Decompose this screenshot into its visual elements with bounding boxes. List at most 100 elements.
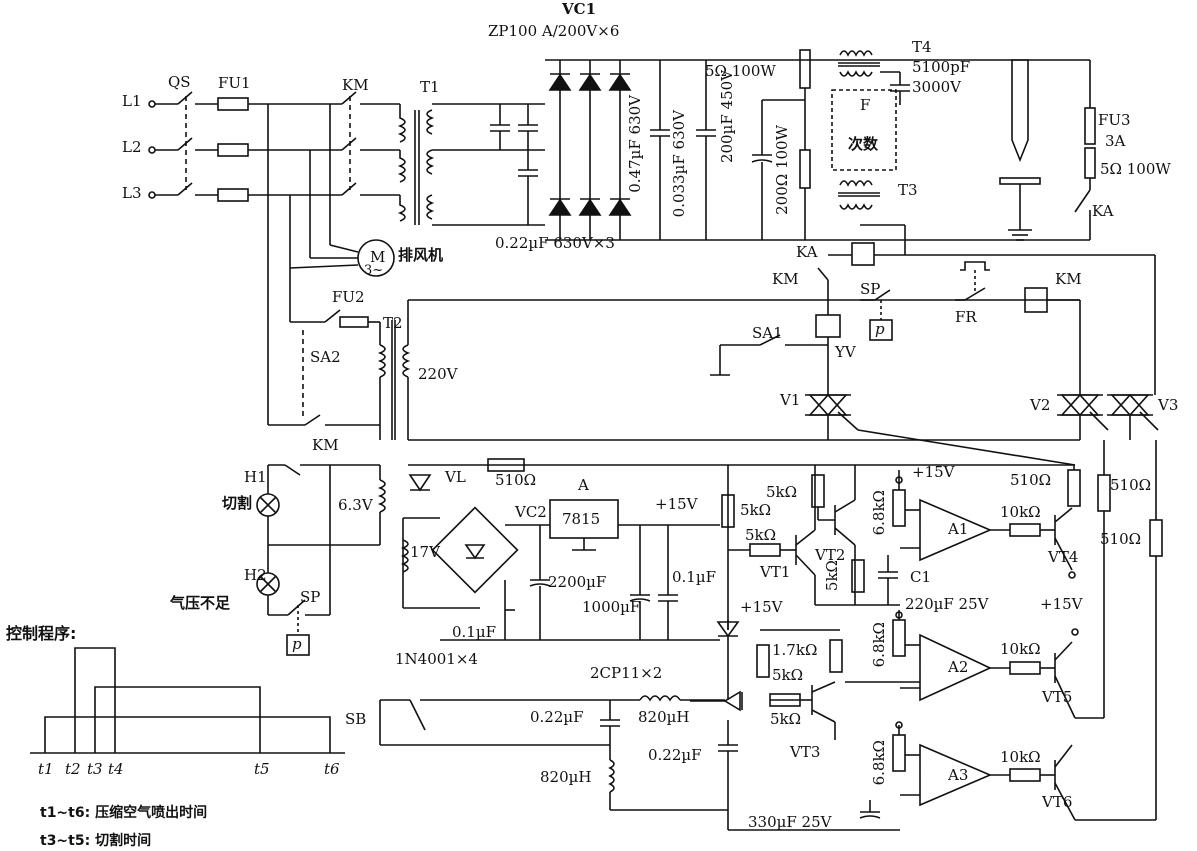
timing-title: 控制程序: bbox=[6, 624, 77, 643]
label-zener: 2CP11×2 bbox=[590, 664, 663, 682]
label-v1: V1 bbox=[780, 391, 801, 409]
label-l1: L1 bbox=[122, 92, 142, 110]
label-ka: KA bbox=[1092, 202, 1114, 220]
label-ka-coil: KA bbox=[796, 243, 818, 261]
label-qiege: 切割 bbox=[222, 494, 253, 512]
label-res-200: 200Ω 100W bbox=[773, 125, 791, 215]
label-motor-sub: 3~ bbox=[364, 263, 384, 278]
label-17v: 17V bbox=[410, 543, 440, 561]
control-transformer-t2 bbox=[268, 299, 1080, 441]
label-t2: T2 bbox=[383, 314, 403, 332]
label-vc1: VC1 bbox=[562, 0, 597, 18]
indicator-lamps bbox=[256, 464, 386, 656]
tick-t3: t3 bbox=[87, 760, 103, 778]
label-c220: 220µF 25V bbox=[905, 595, 989, 613]
label-vc2: VC2 bbox=[515, 503, 547, 521]
label-sp-p: p bbox=[292, 635, 302, 653]
label-r68-2: 6.8kΩ bbox=[870, 622, 888, 668]
label-fr: FR bbox=[955, 308, 977, 326]
label-l820b: 820µH bbox=[540, 768, 592, 786]
label-sa1: SA1 bbox=[752, 324, 783, 342]
label-p15-c: +15V bbox=[1040, 595, 1083, 613]
relay-circuit bbox=[710, 242, 1156, 395]
label-fu2: FU2 bbox=[332, 288, 365, 306]
label-sp: SP bbox=[300, 588, 321, 606]
label-r5k-d: 5kΩ bbox=[823, 560, 841, 592]
label-vt2: VT2 bbox=[815, 546, 846, 564]
label-c01b: 0.1µF bbox=[452, 623, 497, 641]
label-fu3-amp: 3A bbox=[1105, 132, 1126, 150]
label-fu1: FU1 bbox=[218, 74, 251, 92]
fan-motor bbox=[267, 104, 395, 425]
label-motor: M bbox=[370, 248, 386, 266]
label-7815: 7815 bbox=[562, 510, 601, 528]
label-r510: 510Ω bbox=[495, 471, 537, 489]
timing-note-1: t1~t6: 压缩空气喷出时间 bbox=[40, 805, 208, 821]
label-r5k-e: 5kΩ bbox=[772, 666, 804, 684]
label-res-5b: 5Ω 100W bbox=[1100, 160, 1171, 178]
label-a: A bbox=[578, 476, 589, 494]
label-vt6: VT6 bbox=[1042, 793, 1073, 811]
label-r68-1: 6.8kΩ bbox=[870, 490, 888, 536]
tick-t1: t1 bbox=[38, 760, 54, 778]
label-r5k-c: 5kΩ bbox=[745, 526, 777, 544]
tick-t2: t2 bbox=[65, 760, 81, 778]
label-63v: 6.3V bbox=[338, 496, 373, 514]
label-c1000: 1000µF bbox=[582, 598, 641, 616]
label-cap-022: 0.22µF 630V×3 bbox=[495, 234, 615, 252]
label-sa2: SA2 bbox=[310, 348, 341, 366]
label-r10k-1: 10kΩ bbox=[1000, 503, 1041, 521]
label-cap-0033: 0.033µF 630V bbox=[670, 110, 688, 218]
timer-circuit bbox=[690, 465, 920, 740]
label-a2: A2 bbox=[948, 658, 969, 676]
label-c1: C1 bbox=[910, 568, 932, 586]
label-v3: V3 bbox=[1158, 396, 1179, 414]
label-km-coil2: KM bbox=[1055, 270, 1082, 288]
label-vt5: VT5 bbox=[1042, 688, 1073, 706]
torch bbox=[999, 59, 1096, 241]
label-sp2-p: p bbox=[875, 320, 885, 338]
label-p15-b: +15V bbox=[740, 598, 783, 616]
label-t1: T1 bbox=[420, 78, 440, 96]
input-lines bbox=[148, 91, 400, 202]
comparators bbox=[892, 440, 1163, 821]
label-km-main: KM bbox=[342, 76, 369, 94]
timing-chart bbox=[30, 647, 345, 754]
label-cap-047: 0.47µF 630V bbox=[626, 95, 644, 193]
label-p15-1: +15V bbox=[912, 463, 955, 481]
label-fu3: FU3 bbox=[1098, 111, 1131, 129]
low-voltage-supply bbox=[400, 458, 1075, 641]
label-r5k-a: 5kΩ bbox=[740, 501, 772, 519]
label-vt3: VT3 bbox=[790, 743, 821, 761]
label-c022b: 0.22µF bbox=[648, 746, 702, 764]
label-r68-3: 6.8kΩ bbox=[870, 740, 888, 786]
label-a1: A1 bbox=[948, 520, 969, 538]
label-fan: 排风机 bbox=[398, 246, 444, 264]
transformer-t1 bbox=[397, 103, 545, 226]
label-r510-2: 510Ω bbox=[1110, 476, 1152, 494]
label-c2200: 2200µF bbox=[548, 573, 607, 591]
label-km-aux: KM bbox=[312, 436, 339, 454]
label-cap-200: 200µF 450V bbox=[718, 70, 736, 164]
label-v2: V2 bbox=[1030, 396, 1051, 414]
label-c022a: 0.22µF bbox=[530, 708, 584, 726]
label-vt1: VT1 bbox=[760, 563, 791, 581]
label-qs: QS bbox=[168, 73, 191, 91]
label-cap-5100: 5100pF bbox=[912, 58, 971, 76]
label-h2: H2 bbox=[244, 566, 267, 584]
label-r10k-3: 10kΩ bbox=[1000, 748, 1041, 766]
label-r510-3: 510Ω bbox=[1100, 530, 1142, 548]
label-cishu: 次数 bbox=[848, 135, 879, 153]
triacs bbox=[805, 393, 1159, 466]
label-vl: VL bbox=[445, 468, 466, 486]
tick-t6: t6 bbox=[324, 760, 340, 778]
tick-t5: t5 bbox=[254, 760, 270, 778]
label-r10k-2: 10kΩ bbox=[1000, 640, 1041, 658]
label-r5k-b: 5kΩ bbox=[766, 483, 798, 501]
label-h1: H1 bbox=[244, 468, 267, 486]
label-1n4001: 1N4001×4 bbox=[395, 650, 478, 668]
label-sp2: SP bbox=[860, 280, 881, 298]
label-res-5: 5Ω 100W bbox=[705, 62, 776, 80]
label-l820a: 820µH bbox=[638, 708, 690, 726]
label-f: F bbox=[860, 96, 871, 114]
